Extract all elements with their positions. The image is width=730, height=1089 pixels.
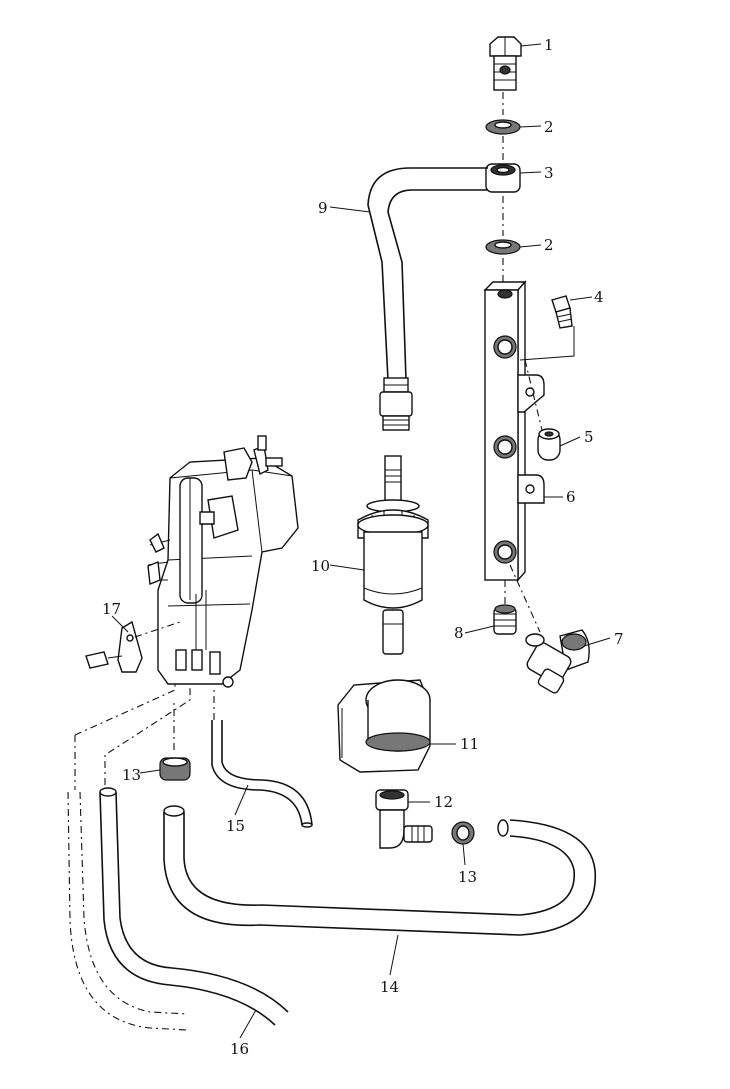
callout-17: 17	[102, 600, 121, 618]
part-2-washer-lower	[485, 239, 521, 255]
part-8-plug	[493, 604, 517, 635]
part-3-banjo-fitting	[485, 163, 521, 193]
vapor-separator-assembly	[147, 435, 299, 688]
callout-13: 13	[458, 868, 477, 886]
callout-5: 5	[584, 428, 594, 446]
callout-16: 16	[230, 1040, 249, 1058]
part-11-mount-bracket	[337, 679, 431, 773]
routing-line	[104, 680, 191, 785]
part-13-clamp-left	[159, 757, 191, 781]
part-9-fuel-line	[367, 167, 488, 431]
part-16-hose	[67, 787, 289, 1031]
part-1-banjo-bolt	[489, 36, 522, 91]
part-2-washer-upper	[485, 119, 521, 135]
callout-6: 6	[566, 488, 576, 506]
callout-11: 11	[460, 735, 479, 753]
callout-12: 12	[434, 793, 453, 811]
callout-14: 14	[380, 978, 399, 996]
callout-10: 10	[311, 557, 330, 575]
callout-3: 3	[544, 164, 554, 182]
part-12-elbow-fitting	[375, 789, 433, 849]
callout-8: 8	[454, 624, 464, 642]
callout-4: 4	[594, 288, 604, 306]
callout-labels: 1 2 3 2 4 5 6 7 8 9 10 11 12 13 13 14 15…	[102, 36, 624, 1058]
callout-15: 15	[226, 817, 245, 835]
leader-line	[519, 326, 575, 361]
part-17-clip	[85, 620, 181, 673]
part-14-hose	[163, 805, 597, 936]
callout-1: 1	[544, 36, 554, 54]
callout-2: 2	[544, 236, 554, 254]
routing-line	[74, 670, 176, 736]
part-5-spacer	[524, 359, 561, 461]
part-7-elbow-connector	[509, 564, 590, 694]
leader-lines	[111, 43, 611, 1039]
part-10-fuel-filter	[357, 455, 429, 655]
callout-9: 9	[318, 199, 328, 217]
callout-13: 13	[122, 766, 141, 784]
callout-7: 7	[614, 630, 624, 648]
part-13-clamp-right	[451, 821, 475, 845]
part-4-screw	[551, 295, 573, 329]
part-6-fuel-rail	[483, 280, 545, 582]
part-15-hose	[211, 720, 313, 828]
callout-2: 2	[544, 118, 554, 136]
